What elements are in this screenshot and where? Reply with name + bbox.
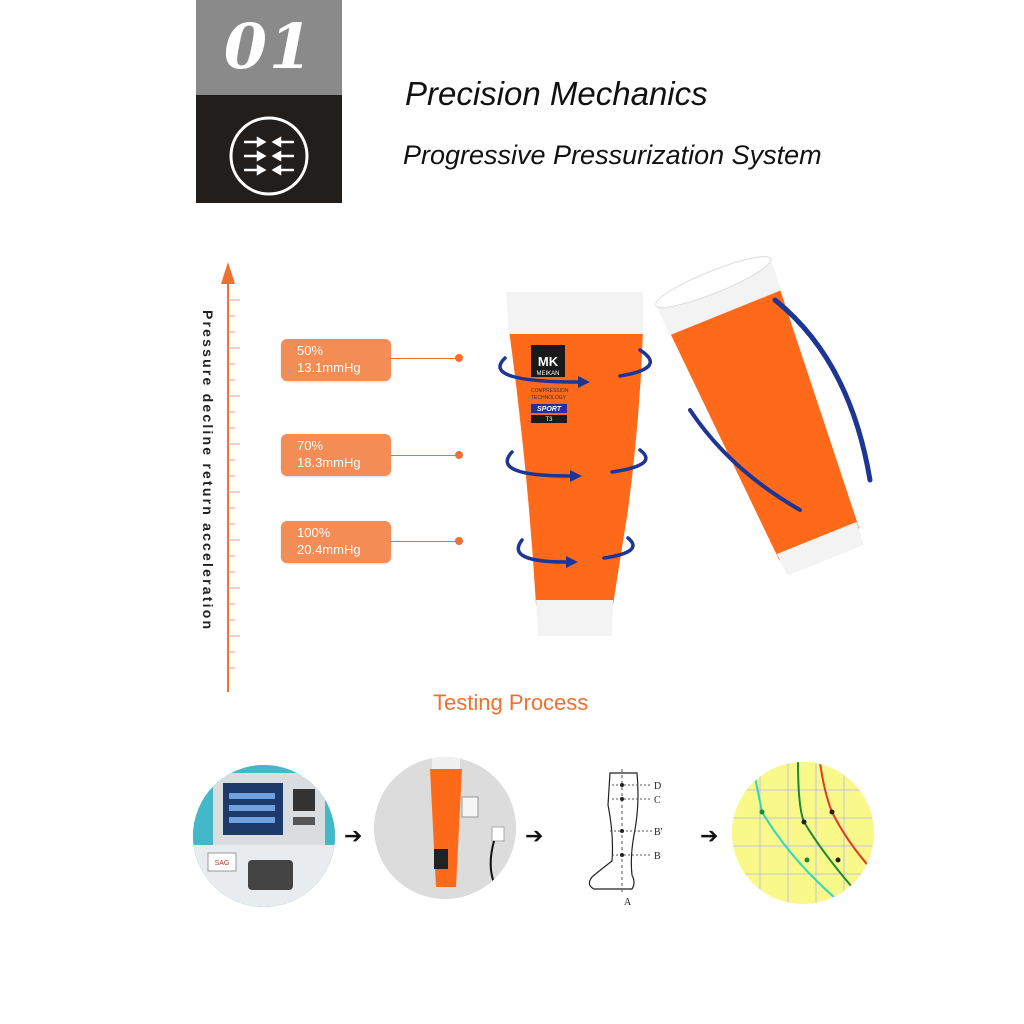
point-label: B	[654, 851, 661, 862]
testing-process-title: Testing Process	[433, 690, 589, 715]
pressure-mmhg: 13.1mmHg	[297, 360, 361, 375]
section-number: 01	[223, 10, 315, 83]
pressure-mmhg: 18.3mmHg	[297, 455, 361, 470]
pressure-percent: 100%	[297, 525, 331, 540]
size-label: T3	[545, 417, 553, 423]
pressure-mmhg: 20.4mmHg	[297, 542, 361, 557]
pressure-graph-photo	[732, 762, 874, 904]
tech-label-2: TECHNOLOGY	[531, 395, 567, 401]
compression-sleeves: MK MEIKAN COMPRESSION TECHNOLOGY SPORT T…	[498, 256, 873, 636]
tech-label-1: COMPRESSION	[531, 388, 569, 394]
sleeve-upright: MK MEIKAN COMPRESSION TECHNOLOGY SPORT T…	[506, 292, 643, 636]
compression-swirls	[498, 348, 652, 568]
leader-dot	[455, 537, 463, 545]
brand-logo-box	[531, 345, 565, 377]
machine-label: SAG	[215, 860, 230, 867]
page-subtitle: Progressive Pressurization System	[403, 140, 822, 170]
scale-arrow-head	[221, 262, 235, 284]
step-arrow-icon: ➔	[344, 823, 363, 848]
step-arrow-icon: ➔	[700, 823, 719, 848]
pressure-pill-50: 50% 13.1mmHg	[281, 339, 391, 381]
point-label: A	[624, 897, 632, 908]
step-arrow-icon: ➔	[525, 823, 544, 848]
leader-line	[391, 358, 457, 359]
compression-arrows-icon	[229, 116, 309, 196]
pressure-percent: 70%	[297, 438, 324, 453]
pressure-pill-100: 100% 20.4mmHg	[281, 521, 391, 563]
brand-name: MEIKAN	[536, 371, 559, 377]
leader-dot	[455, 451, 463, 459]
point-label: C	[654, 795, 661, 806]
point-label: D	[654, 781, 661, 792]
leader-dot	[455, 354, 463, 362]
leg-measurement-diagram: D C B' B A	[588, 769, 663, 908]
pressure-axis-label: Pressure decline return acceleration	[200, 310, 216, 632]
badge-number-panel	[196, 0, 342, 95]
page-title: Precision Mechanics	[405, 75, 708, 112]
pressure-scale	[221, 262, 240, 692]
sleeve-on-leg-photo	[374, 757, 516, 899]
pressure-pill-70: 70% 18.3mmHg	[281, 434, 391, 476]
model-label: SPORT	[537, 406, 562, 413]
leader-line	[391, 455, 457, 456]
logo-mark: MK	[538, 354, 559, 369]
badge-icon-panel	[196, 95, 342, 203]
section-badge: 01	[196, 0, 342, 203]
pressure-percent: 50%	[297, 343, 324, 358]
sleeve-tilted	[655, 256, 864, 576]
leader-line	[391, 541, 457, 542]
point-label: B'	[654, 827, 663, 838]
testing-machine-photo: SAG	[193, 765, 335, 907]
